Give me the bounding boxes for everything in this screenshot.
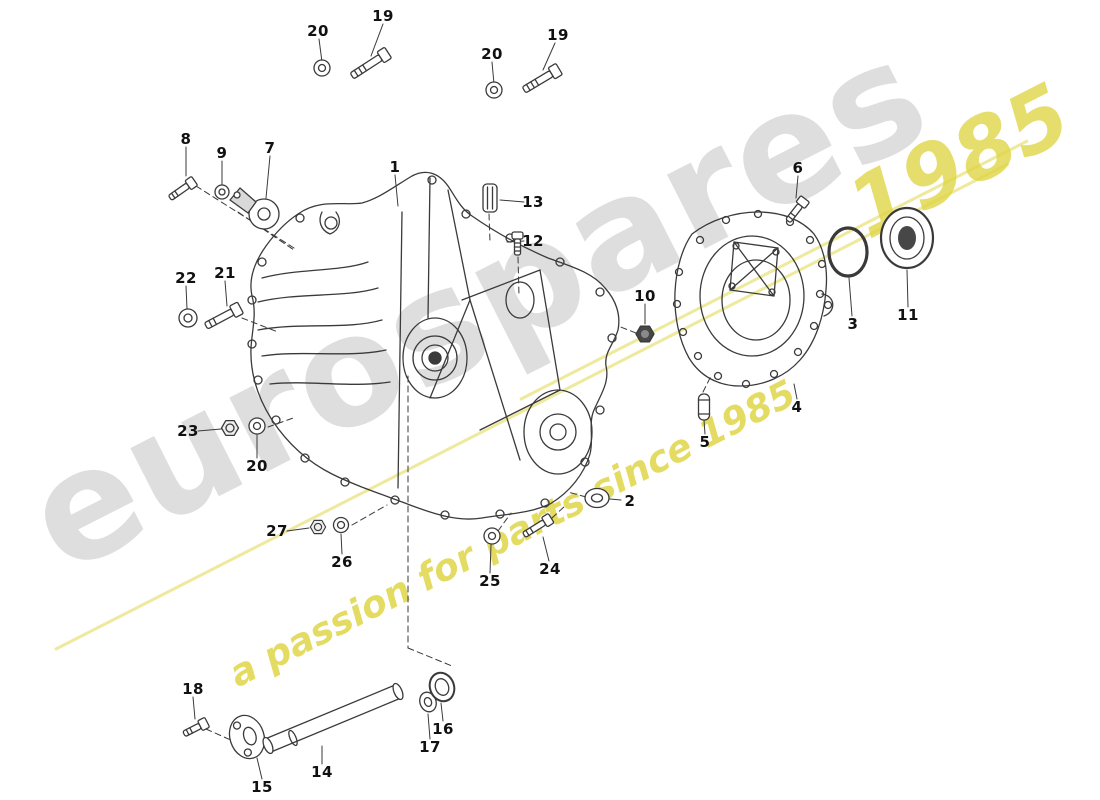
nut-27-drawing bbox=[309, 519, 327, 535]
washer-20-drawing bbox=[248, 417, 266, 435]
leader-lines bbox=[185, 23, 909, 780]
nut-23-drawing bbox=[220, 419, 240, 437]
seal-ring-16-drawing bbox=[428, 671, 456, 703]
speed-sensor-drawing bbox=[229, 187, 280, 230]
drive-flange-drawing bbox=[228, 714, 266, 760]
bolt-19-drawing bbox=[350, 47, 392, 79]
bolt-8-drawing bbox=[168, 176, 198, 201]
washer-20-drawing bbox=[485, 81, 503, 99]
washer-26-drawing bbox=[332, 516, 350, 534]
shaft-seal-drawing bbox=[879, 206, 935, 270]
plug-2-drawing bbox=[584, 487, 610, 509]
bolt-24-drawing bbox=[522, 513, 555, 538]
tube-drawing bbox=[262, 682, 404, 755]
washer-9-drawing bbox=[214, 184, 230, 200]
bolt-21-drawing bbox=[204, 301, 244, 330]
bolt-18-drawing bbox=[182, 717, 210, 737]
plug-10-drawing bbox=[635, 325, 655, 343]
bolt-19-drawing bbox=[522, 63, 563, 93]
sleeve-13-drawing bbox=[482, 183, 498, 213]
breather-12-drawing bbox=[511, 231, 524, 256]
transmission-case-drawing bbox=[247, 171, 620, 520]
dowel-pin-drawing bbox=[697, 393, 711, 421]
washer-25-drawing bbox=[483, 527, 501, 545]
end-cover-drawing bbox=[672, 209, 834, 389]
o-ring-drawing bbox=[827, 226, 869, 278]
washer-22-drawing bbox=[178, 308, 198, 328]
assembly-guide-lines bbox=[195, 185, 712, 742]
bolt-6-drawing bbox=[785, 195, 810, 223]
washer-20-drawing bbox=[313, 59, 331, 77]
washer-17-drawing bbox=[419, 691, 437, 713]
